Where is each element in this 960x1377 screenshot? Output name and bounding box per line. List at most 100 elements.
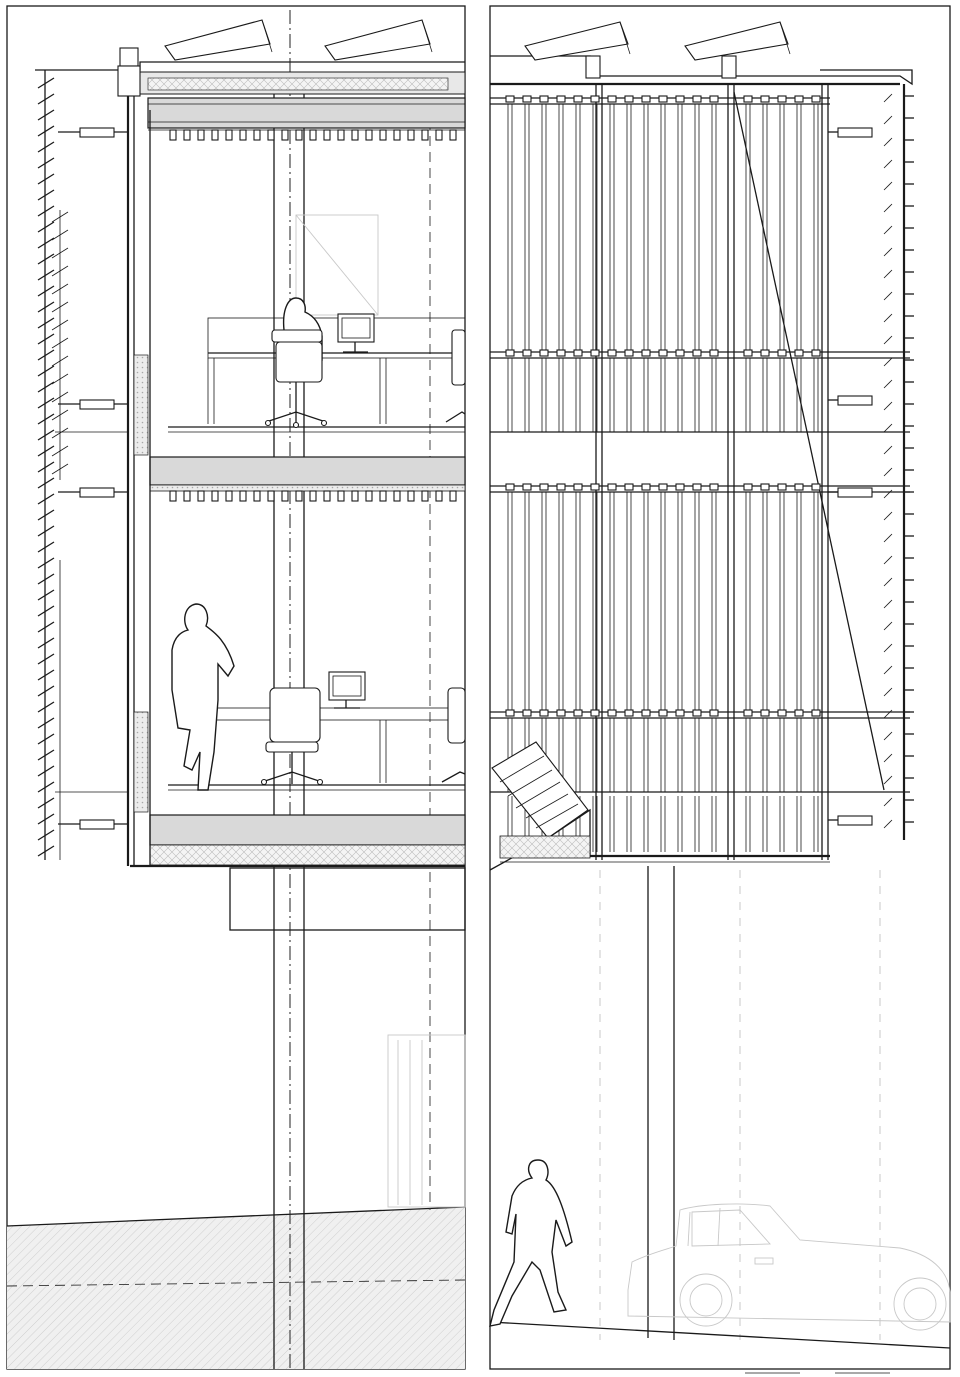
standing-person <box>171 603 235 791</box>
louvre-blades <box>44 70 61 860</box>
office-chair <box>264 329 328 429</box>
slat-clip <box>522 709 532 717</box>
louvre-bracket <box>883 687 893 697</box>
sunshade-arm <box>828 127 873 138</box>
monitor-lower <box>328 671 366 709</box>
louvre-blade <box>51 355 69 367</box>
slat-clip <box>743 349 753 357</box>
ceiling-light <box>309 129 317 141</box>
louvre-blade <box>37 157 55 169</box>
louvre-blade <box>51 247 69 259</box>
background-gridlines <box>599 870 881 1340</box>
slat-clip <box>692 95 702 103</box>
louvre-blade <box>37 637 55 649</box>
facade-frame <box>490 82 910 863</box>
slat-clip <box>675 709 685 717</box>
louvre-blade <box>37 413 55 425</box>
slat-clip <box>658 483 668 491</box>
louvre-bracket <box>883 511 893 521</box>
slat-clip <box>607 95 617 103</box>
slat-clip <box>624 483 634 491</box>
ceiling-light <box>225 129 233 141</box>
section-frame <box>6 5 466 1370</box>
office-chair <box>441 687 466 783</box>
louvre-bracket <box>883 225 893 235</box>
slat-clip <box>777 95 787 103</box>
slat-clip <box>607 483 617 491</box>
slat-clip <box>641 95 651 103</box>
slat-clip <box>675 95 685 103</box>
louvre-bracket <box>883 489 893 499</box>
ceiling-light <box>379 490 387 502</box>
desk-lower <box>207 707 466 783</box>
slat-clip <box>743 95 753 103</box>
sunshade-arm <box>58 819 128 830</box>
elevation-panel <box>489 5 951 1374</box>
slat-clip <box>607 709 617 717</box>
louvre-blade <box>37 141 55 153</box>
louvre-blade <box>37 301 55 313</box>
slat-clip <box>539 483 549 491</box>
louvre-bracket <box>883 93 893 103</box>
ceiling-light <box>337 490 345 502</box>
louvre-blade <box>51 265 69 277</box>
slat-clip <box>709 483 719 491</box>
louvre-blade <box>37 525 55 537</box>
ceiling-light <box>239 129 247 141</box>
diagonal-brace <box>733 91 885 791</box>
slat-clip <box>573 483 583 491</box>
louvre-blade <box>37 557 55 569</box>
louvre-blade <box>37 237 55 249</box>
slat-clip <box>794 349 804 357</box>
entry-stair <box>489 741 591 871</box>
louvre-bracket <box>883 621 893 631</box>
louvre-blade <box>51 319 69 331</box>
louvre-bracket <box>883 533 893 543</box>
louvre-blade <box>37 317 55 329</box>
louvre-blade <box>37 285 55 297</box>
slat-clip <box>794 95 804 103</box>
slat-clip <box>522 483 532 491</box>
louvre-blade <box>37 397 55 409</box>
slat-clip <box>777 483 787 491</box>
louvre-bracket <box>883 445 893 455</box>
louvre-bracket <box>883 181 893 191</box>
slat-clip <box>641 349 651 357</box>
louvre-blade <box>37 93 55 105</box>
slat-clip <box>505 709 515 717</box>
louvre-bracket <box>883 159 893 169</box>
slat-clip <box>692 709 702 717</box>
louvre-blade <box>37 733 55 745</box>
louvre-bracket <box>883 115 893 125</box>
louvre-blade <box>51 211 69 223</box>
ceiling-light <box>393 490 401 502</box>
roof-edge <box>490 55 913 86</box>
slat-clip <box>556 95 566 103</box>
slat-clip <box>590 709 600 717</box>
foundation-line <box>6 1279 466 1287</box>
louvre-blade <box>37 381 55 393</box>
louvre-blade <box>37 621 55 633</box>
ceiling-light <box>253 129 261 141</box>
sunshade-arm <box>58 399 128 410</box>
slat-clip <box>624 95 634 103</box>
parked-car <box>627 1203 951 1331</box>
ceiling-light <box>365 129 373 141</box>
slat-clip <box>811 483 821 491</box>
ceiling-light <box>169 129 177 141</box>
slat-clip <box>505 95 515 103</box>
ceiling-light <box>183 490 191 502</box>
louvre-bracket <box>883 401 893 411</box>
slat-clip <box>777 349 787 357</box>
louvre-bracket <box>883 423 893 433</box>
ceiling-light <box>421 129 429 141</box>
louvre-blade <box>37 797 55 809</box>
ceiling-light <box>407 129 415 141</box>
louvre-blade <box>37 573 55 585</box>
slat-clip <box>539 709 549 717</box>
ceiling-light <box>435 129 443 141</box>
slat-clip <box>590 349 600 357</box>
sunshade-arm <box>828 815 873 826</box>
louvre-blade <box>51 283 69 295</box>
louvre-bracket <box>883 643 893 653</box>
